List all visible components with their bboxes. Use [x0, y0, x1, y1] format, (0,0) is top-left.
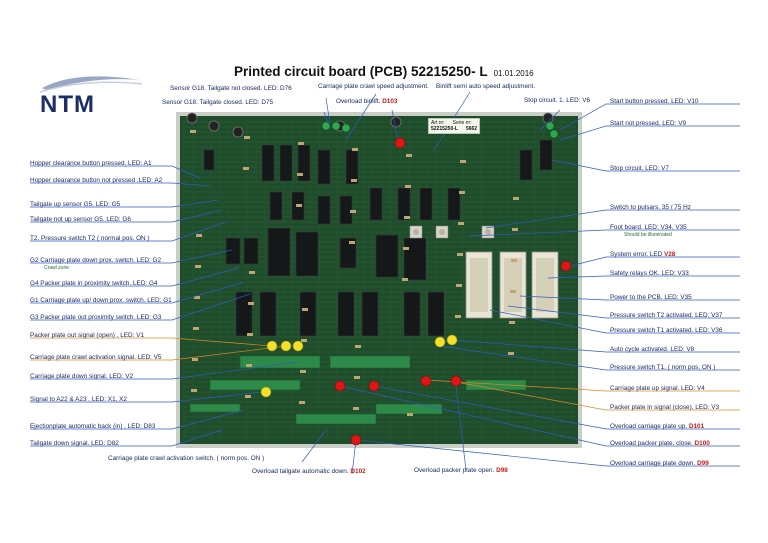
label-left-2: Tailgate up sensor G5. LED: G5: [30, 201, 121, 208]
label-left-4: T2. Pressure switch T2 ( normal pos. ON …: [30, 235, 150, 242]
title-date: 01.01.2016: [493, 69, 534, 78]
label-left-8: G3 Packer plate out proximity switch. LE…: [30, 314, 162, 321]
pcb-board: [176, 112, 582, 448]
yellow-led-marker: [266, 340, 278, 352]
label-top-2: Carriage plate crawl speed adjustment.: [318, 83, 429, 90]
label-right-2: Stop circuit. LED: V7: [610, 165, 669, 172]
label-right-3: Switch to pulsars. 35 / 75 Hz: [610, 204, 691, 211]
green-led-marker: [341, 123, 351, 133]
green-led-marker: [545, 121, 555, 131]
label-bottom-0: Carriage plate crawl activation switch. …: [108, 455, 265, 462]
label-right-12: Carriage plate up signal. LED: V4: [610, 385, 705, 392]
label-note: Should be illuminated: [624, 232, 672, 238]
label-right-9: Pressure switch T1 activated. LED: V36: [610, 327, 723, 334]
label-left-6: G4 Packer plate in proximity switch. LED…: [30, 280, 158, 287]
label-note: Crawl zone: [44, 265, 70, 271]
ntm-logo: NTM: [36, 72, 144, 118]
yellow-led-marker: [434, 336, 446, 348]
label-left-7: G1 Carriage plate up/ down prox. switch.…: [30, 297, 172, 304]
label-left-0: Hopper clearance button pressed. LED: A1: [30, 160, 152, 167]
red-led-marker: [420, 375, 432, 387]
yellow-led-marker: [260, 386, 272, 398]
red-led-marker: [368, 380, 380, 392]
label-right-5: System error. LED V28: [610, 251, 676, 258]
green-led-marker: [331, 121, 341, 131]
label-right-15: Overload packer plate. close. D100: [610, 440, 710, 447]
led-markers: [260, 121, 572, 446]
label-left-12: Signal to A22 & A23 . LED: X1, X2: [30, 396, 127, 403]
label-right-6: Safety relays OK. LED: V33: [610, 270, 689, 277]
label-left-9: Packer plate out signal (open) . LED: V1: [30, 332, 145, 339]
label-left-13: Ejectionplate automatic back (in) . LED:…: [30, 423, 156, 430]
label-left-11: Carriage plate down signal. LED: V2: [30, 373, 134, 380]
label-right-8: Pressure switch T2 activated. LED: V37: [610, 312, 723, 319]
label-left-1: Hopper clearance button not pressed .LED…: [30, 177, 163, 184]
label-right-14: Overload carriage plate up. D101: [610, 423, 705, 430]
label-bottom-1: Overload tailgate automatic down. D102: [252, 468, 366, 475]
label-right-4: Foot board. LED: V34, V35: [610, 224, 687, 231]
label-top-4: Binlift semi auto speed adjustment.: [436, 83, 536, 90]
label-top-0: Sensor G18. Tailgate not closed. LED: D7…: [170, 85, 292, 92]
red-led-marker: [394, 137, 406, 149]
label-right-0: Start button pressed. LED: V10: [610, 98, 699, 105]
red-led-marker: [450, 375, 462, 387]
yellow-led-marker: [446, 334, 458, 346]
yellow-led-marker: [292, 340, 304, 352]
leader-lines: [30, 91, 740, 475]
label-right-10: Auto cycle activated. LED: V8: [610, 346, 695, 353]
label-left-10: Carriage plate crawl activation signal. …: [30, 354, 162, 361]
red-led-marker: [334, 380, 346, 392]
label-right-11: Pressure switch T1. ( norm pos. ON ): [610, 364, 716, 371]
green-led-marker: [321, 121, 331, 131]
label-right-1: Start not pressed. LED: V9: [610, 120, 687, 127]
label-left-5: G2 Carriage plate down prox. switch. LED…: [30, 257, 162, 264]
label-top-5: Stop circuit. 1. LED: V6: [524, 97, 591, 104]
label-left-14: Tailgate down signal. LED: D82: [30, 440, 119, 447]
yellow-led-marker: [280, 340, 292, 352]
label-bottom-2: Overload packer plate open. D98: [414, 467, 508, 474]
label-right-7: Power to the PCB. LED: V35: [610, 294, 692, 301]
label-right-16: Overload carriage plate down. D99: [610, 460, 709, 467]
label-top-1: Sensor G18. Tailgate closed. LED: D75: [162, 99, 274, 106]
label-top-3: Overload binlift. D103: [336, 98, 398, 105]
green-led-marker: [549, 129, 559, 139]
label-right-13: Packer plate in signal (close). LED: V3: [610, 404, 720, 411]
red-led-marker: [350, 434, 362, 446]
label-left-3: Tailgate not up sensor G5. LED: G6: [30, 216, 131, 223]
red-led-marker: [560, 260, 572, 272]
